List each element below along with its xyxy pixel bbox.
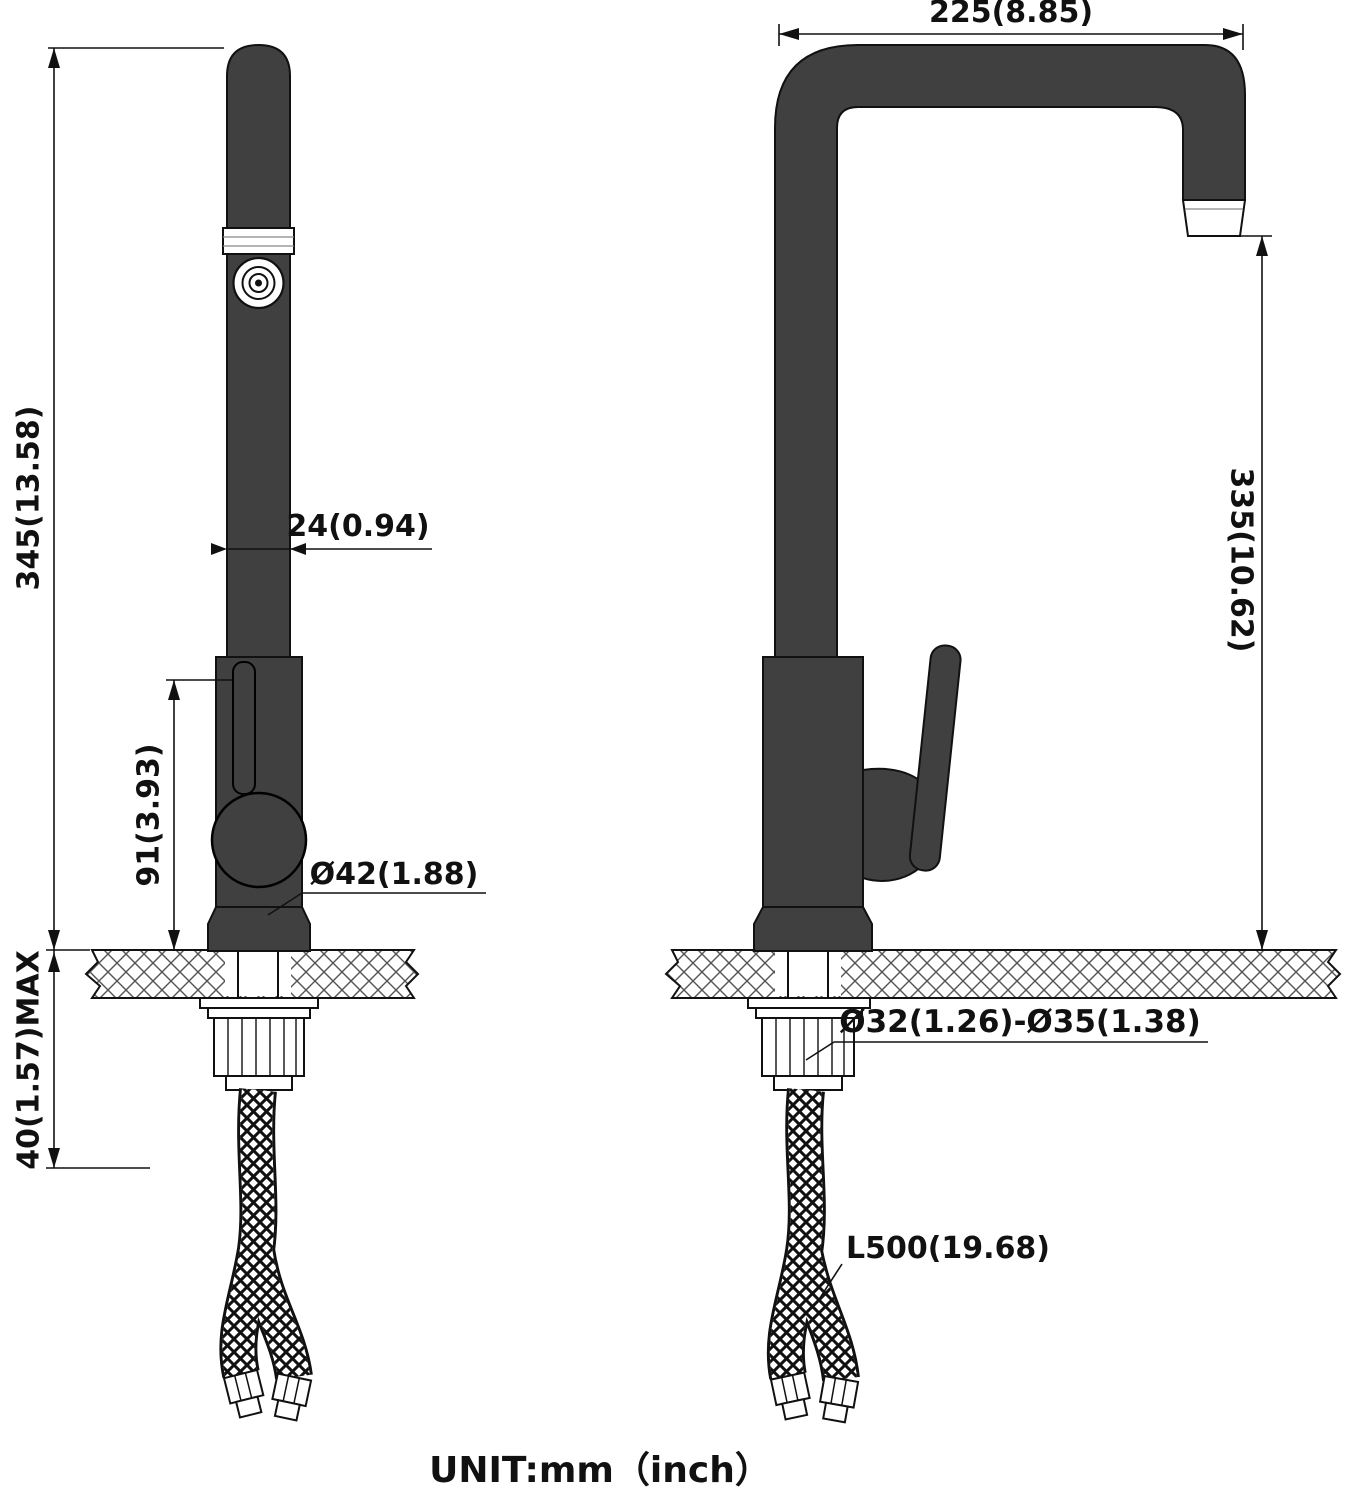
dim-deck-thickness-label: 40(1.57)MAX (12, 950, 47, 1169)
mounting-hardware-front (199, 997, 319, 1091)
arrowhead-up (48, 952, 60, 972)
dim-base-diameter-label: Ø42(1.88) (310, 857, 479, 892)
leader-line (815, 1263, 843, 1305)
dim-spout-reach: 225(8.85) (778, 0, 1244, 50)
arrowhead-down (1256, 930, 1268, 950)
arrowhead-up (168, 680, 180, 700)
dim-total-height-label: 345(13.58) (12, 406, 47, 591)
supply-hoses-side (766, 1088, 860, 1424)
dim-body-height: 91(3.93) (132, 679, 232, 950)
dim-height-to-spout-label: 335(10.62) (1224, 468, 1259, 653)
handle-joint (210, 791, 308, 889)
aerator-center (255, 279, 262, 287)
hose-fitting (271, 1372, 313, 1422)
nut-ribs (775, 1018, 845, 1076)
leader-line (267, 892, 303, 916)
dim-height-to-spout: 335(10.62) (1224, 235, 1272, 950)
arrowhead-up (48, 48, 60, 68)
dim-hose-length: L500(19.68) (815, 1231, 1050, 1305)
unit-note: UNIT:mm（inch） (429, 1450, 771, 1491)
washer (207, 1007, 311, 1019)
dim-spout-diameter: 24(0.94) (211, 509, 432, 555)
washer (199, 997, 319, 1009)
faucet-side-view (753, 44, 1247, 952)
supply-hoses-front (219, 1088, 313, 1422)
handle-lever-side (908, 644, 962, 872)
faucet-body (762, 656, 864, 908)
dim-total-height: 345(13.58) (12, 47, 224, 951)
handle-lever-front (232, 661, 256, 795)
dim-spout-diameter-label: 24(0.94) (286, 509, 429, 544)
mount-hole-gap (225, 952, 291, 996)
arrowhead-left (779, 28, 799, 40)
arrowhead-down (48, 1148, 60, 1168)
nut-collar (225, 1075, 293, 1091)
dim-body-height-label: 91(3.93) (132, 743, 167, 886)
arrowhead-right (1223, 28, 1243, 40)
hose-fitting (818, 1374, 860, 1424)
arrowhead-left (290, 543, 306, 555)
dim-hose-length-label: L500(19.68) (846, 1231, 1050, 1266)
spout-tube (774, 44, 1246, 658)
counter-slab (664, 949, 1342, 999)
dim-deck-thickness: 40(1.57)MAX (12, 950, 150, 1170)
arrowhead-down (168, 930, 180, 950)
countertop-front-view (84, 949, 420, 999)
arrowhead-up (1256, 236, 1268, 256)
mounting-nut (761, 1017, 855, 1077)
hose-fitting (222, 1368, 265, 1419)
aerator-circle (248, 273, 269, 293)
spout-column (226, 43, 291, 658)
aerator-ring (222, 227, 295, 255)
faucet-base (753, 906, 873, 952)
hose-fitting (769, 1371, 811, 1421)
hose-braid (769, 1088, 857, 1382)
faucet-base (207, 906, 311, 952)
dim-base-diameter: Ø42(1.88) (267, 857, 486, 916)
mount-hole-gap (775, 952, 841, 996)
mounting-nut (213, 1017, 305, 1077)
leader-line (805, 1041, 835, 1061)
faucet-front-view (207, 43, 311, 952)
dim-spout-reach-label: 225(8.85) (929, 0, 1093, 30)
hose-braid (222, 1088, 310, 1380)
arrowhead-down (48, 930, 60, 950)
countertop-side-view (664, 949, 1342, 999)
arrowhead-right (211, 543, 227, 555)
nut-collar (773, 1075, 843, 1091)
mounting-hardware-side (747, 997, 871, 1091)
aerator-circle (241, 266, 276, 300)
dim-mount-hole-label: Ø32(1.26)-Ø35(1.38) (839, 1004, 1201, 1040)
dim-mount-hole: Ø32(1.26)-Ø35(1.38) (805, 1004, 1208, 1061)
nut-ribs (227, 1018, 297, 1076)
spout-tip-chrome (1181, 199, 1247, 237)
